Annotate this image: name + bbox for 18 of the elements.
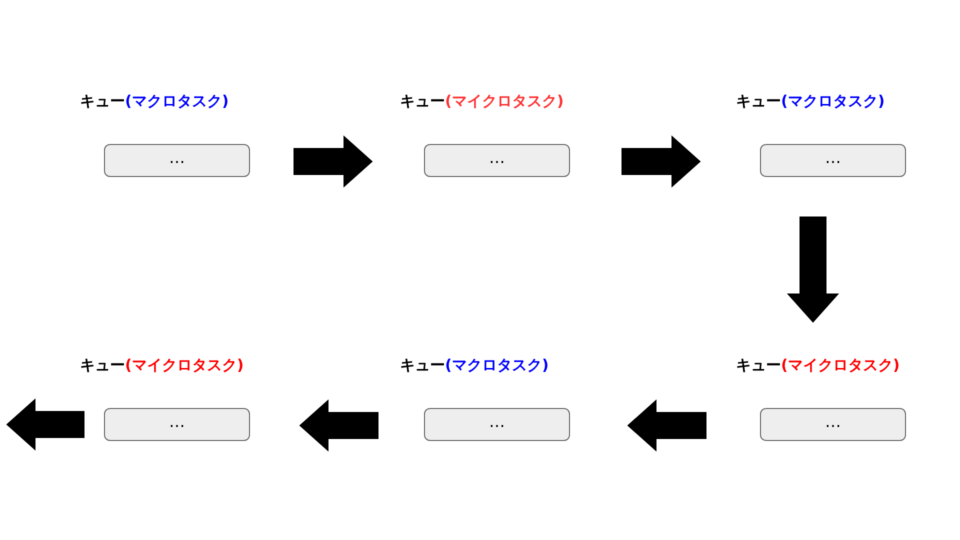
queue-box: … bbox=[424, 144, 570, 177]
queue-box: … bbox=[424, 408, 570, 441]
block-arrow bbox=[294, 135, 373, 188]
queue-box: … bbox=[104, 408, 250, 441]
queue-heading: キュー(マイクロタスク) bbox=[736, 356, 900, 374]
queue-heading: キュー(マイクロタスク) bbox=[400, 92, 564, 110]
block-arrow bbox=[6, 398, 84, 451]
block-arrow bbox=[622, 135, 701, 188]
block-arrow bbox=[627, 399, 706, 452]
queue-heading: キュー(マクロタスク) bbox=[400, 356, 549, 374]
block-arrow bbox=[786, 216, 840, 323]
queue-box: … bbox=[104, 144, 250, 177]
queue-box: … bbox=[760, 408, 906, 441]
queue-heading: キュー(マクロタスク) bbox=[736, 92, 885, 110]
queue-heading: キュー(マクロタスク) bbox=[80, 92, 229, 110]
block-arrow bbox=[299, 399, 378, 452]
queue-box: … bbox=[760, 144, 906, 177]
queue-heading: キュー(マイクロタスク) bbox=[80, 356, 244, 374]
